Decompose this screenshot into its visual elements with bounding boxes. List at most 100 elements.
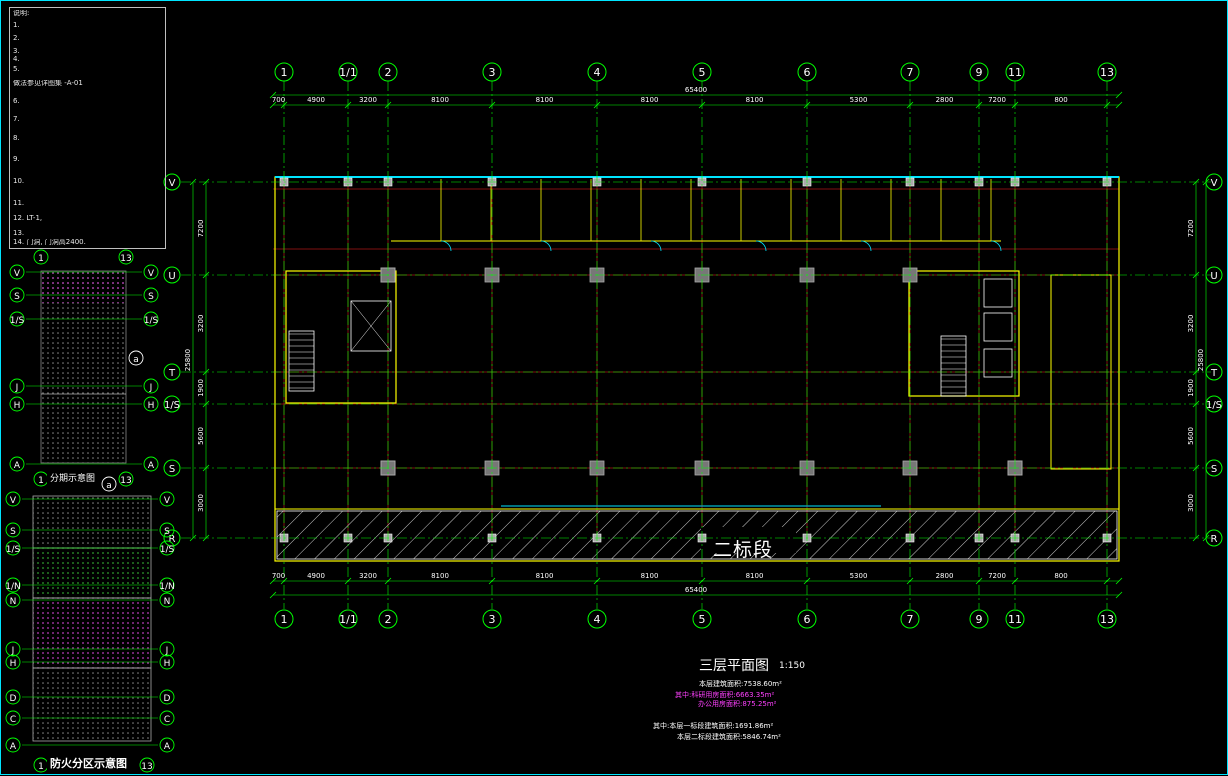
dim-tick xyxy=(1192,271,1200,279)
axis-bubble xyxy=(163,363,181,381)
axis-label: 13 xyxy=(1100,66,1114,79)
axis-bubble xyxy=(482,609,502,629)
axis-bubble xyxy=(163,266,181,284)
axis-label: U xyxy=(1210,271,1217,282)
legend-axis-label: 1/S xyxy=(10,316,25,326)
door-swing xyxy=(755,240,767,252)
axis-label: 11 xyxy=(1008,66,1022,79)
legend-axis-label: N xyxy=(10,597,17,607)
legend-axis-label: A xyxy=(148,461,155,471)
dim-text: 3200 xyxy=(1187,315,1195,333)
dim-text: 800 xyxy=(1054,96,1067,104)
legend-bubble xyxy=(118,471,134,487)
dim-tick xyxy=(269,591,277,599)
dim-text: 700 xyxy=(272,96,285,104)
dim-text: 8100 xyxy=(746,572,764,580)
dim-text: 5600 xyxy=(197,427,205,445)
axis-label: 9 xyxy=(976,613,983,626)
fire-zone-legend-title: 防火分区示意图 xyxy=(47,755,130,771)
legend-bubble xyxy=(9,311,25,327)
dim-text: 65400 xyxy=(685,86,707,94)
door-swing xyxy=(990,240,1002,252)
legend-axis-label: 1/N xyxy=(5,582,21,592)
note-line: 做法参见详图集 -A-01 xyxy=(13,80,83,87)
legend-bubble xyxy=(33,249,49,265)
legend-axis-label: J xyxy=(149,383,153,393)
axis-bubble xyxy=(969,62,989,82)
axis-bubble xyxy=(163,529,181,547)
legend-axis-label: 1/S xyxy=(6,545,21,555)
dim-tick xyxy=(202,368,210,376)
legend-axis-label: A xyxy=(10,742,17,752)
note-line: 11. xyxy=(13,200,25,207)
axis-bubble xyxy=(587,609,607,629)
axis-label: V xyxy=(1211,178,1218,189)
note-line: 2. xyxy=(13,35,20,42)
dim-text: 25800 xyxy=(1197,349,1205,371)
dim-text: 5300 xyxy=(850,572,868,580)
dim-tick xyxy=(803,101,811,109)
legend-bubble xyxy=(5,491,21,507)
fire-zone-2 xyxy=(32,547,152,599)
axis-label: 1 xyxy=(281,613,288,626)
legend-axis-label: 13 xyxy=(120,476,131,486)
dim-tick xyxy=(1192,400,1200,408)
dim-tick xyxy=(280,101,288,109)
note-line: 1. xyxy=(13,22,20,29)
legend-axis-label: 1 xyxy=(38,254,44,264)
dim-tick xyxy=(803,577,811,585)
dim-tick xyxy=(202,271,210,279)
legend-axis-label: S xyxy=(164,527,170,537)
dim-tick xyxy=(202,534,210,542)
door-swing xyxy=(440,240,452,252)
dim-tick xyxy=(269,91,277,99)
axis-bubble xyxy=(797,609,817,629)
dim-text: 800 xyxy=(1054,572,1067,580)
dim-tick xyxy=(1115,101,1123,109)
legend-axis-label: S xyxy=(10,527,16,537)
axis-label: 5 xyxy=(699,613,706,626)
legend-axis-label: S xyxy=(14,292,20,302)
dim-tick xyxy=(1115,591,1123,599)
dim-tick xyxy=(1103,577,1111,585)
dim-tick xyxy=(906,577,914,585)
legend-axis-label: 13 xyxy=(141,762,152,772)
legend-bubble xyxy=(9,287,25,303)
legend-bubble xyxy=(159,737,175,753)
legend-axis-label: 1/N xyxy=(159,582,175,592)
legend-axis-label: 1 xyxy=(38,476,44,486)
axis-bubble xyxy=(900,62,920,82)
legend-axis-label: V xyxy=(164,496,171,506)
fire-zone-4 xyxy=(32,667,152,742)
legend-bubble xyxy=(139,757,155,773)
dim-tick xyxy=(384,577,392,585)
dim-text: 8100 xyxy=(536,96,554,104)
drawing-title: 三层平面图 xyxy=(699,658,769,674)
legend-bubble xyxy=(9,396,25,412)
outer-wall xyxy=(274,176,1120,562)
axis-label: 6 xyxy=(804,66,811,79)
legend-bubble xyxy=(9,456,25,472)
legend-bubble xyxy=(159,522,175,538)
dim-tick xyxy=(1192,464,1200,472)
dim-text: 25800 xyxy=(184,349,192,371)
legend-axis-label: C xyxy=(164,715,170,725)
dim-tick xyxy=(1192,178,1200,186)
legend-bubble xyxy=(5,654,21,670)
legend-bubble xyxy=(143,287,159,303)
dim-text: 8100 xyxy=(641,96,659,104)
legend-bubble xyxy=(5,592,21,608)
phasing-legend-title: 分期示意图 xyxy=(47,471,99,484)
area-bid-2: 本层二标段建筑面积:5846.74m² xyxy=(677,733,781,741)
dim-tick xyxy=(280,577,288,585)
axis-bubble xyxy=(338,62,358,82)
dim-text: 8100 xyxy=(746,96,764,104)
detail-bubble xyxy=(101,476,117,492)
legend-bubble xyxy=(159,654,175,670)
axis-label: V xyxy=(169,178,176,189)
axis-label: 9 xyxy=(976,66,983,79)
legend-axis-label: 13 xyxy=(120,254,131,264)
axis-bubble xyxy=(692,62,712,82)
